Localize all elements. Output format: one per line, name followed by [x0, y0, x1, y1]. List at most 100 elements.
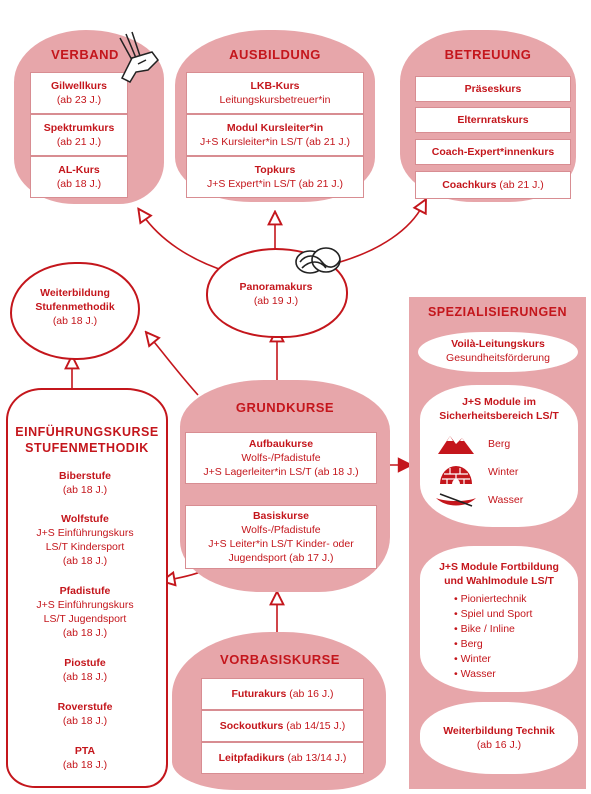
- item-text: Winter: [460, 653, 491, 665]
- canoe-icon: [436, 493, 476, 507]
- item-detail: (ab 18 J.): [62, 715, 108, 727]
- fortbildung-title2: und Wahlmodule LS/T: [444, 575, 554, 587]
- betreuung-card-praeses[interactable]: Präseskurs: [415, 76, 571, 102]
- einfuehrung-pfadi[interactable]: Pfadistufe J+S Einführungskurs LS/T Juge…: [10, 584, 160, 640]
- item-line: J+S Einführungskurs: [36, 599, 134, 611]
- wb-line1: Weiterbildung: [40, 287, 110, 299]
- ausbildung-card-lkb[interactable]: LKB-Kurs Leitungskursbetreuer*in: [186, 72, 364, 114]
- grundkurse-card-aufbau[interactable]: Aufbaukurse Wolfs-/Pfadistufe J+S Lagerl…: [185, 432, 377, 484]
- einfuehrungskurse-title: EINFÜHRUNGSKURSE STUFENMETHODIK: [6, 424, 168, 456]
- card-detail: (ab 14/15 J.): [286, 720, 346, 732]
- item-detail: (ab 18 J.): [62, 484, 108, 496]
- card-detail: (ab 13/14 J.): [287, 752, 347, 764]
- vorbasis-card-leitpfadi[interactable]: Leitpfadikurs (ab 13/14 J.): [201, 742, 364, 774]
- grundkurse-title: GRUNDKURSE: [235, 400, 335, 415]
- fortbildung-title1: J+S Module Fortbildung: [439, 561, 559, 573]
- technik-name: Weiterbildung Technik: [443, 725, 555, 737]
- weiterbildung-stufenmethodik-blob[interactable]: [10, 262, 140, 360]
- item-name: Roverstufe: [57, 701, 113, 713]
- verband-card-spektrum[interactable]: Spektrumkurs (ab 21 J.): [30, 114, 128, 156]
- vorbasiskurse-title: VORBASISKURSE: [220, 652, 340, 667]
- voila-name: Voilà-Leitungskurs: [451, 338, 545, 350]
- betreuung-card-coach[interactable]: Coachkurs (ab 21 J.): [415, 171, 571, 199]
- card-name: Leitpfadikurs: [218, 752, 285, 764]
- ausbildung-card-modul[interactable]: Modul Kursleiter*in J+S Kursleiter*in LS…: [186, 114, 364, 156]
- voila-label: Voilà-Leitungskurs Gesundheitsförderung: [418, 337, 578, 365]
- voila-blob[interactable]: [418, 332, 578, 372]
- item-name: Wolfstufe: [61, 513, 109, 525]
- einfuehrung-biber[interactable]: Biberstufe (ab 18 J.): [10, 469, 160, 497]
- sicherheit-title2: Sicherheitsbereich LS/T: [439, 410, 559, 422]
- arrow-panorama-to-verband: [142, 214, 229, 273]
- sicherheit-berg: Berg: [488, 438, 511, 450]
- card-detail: J+S Kursleiter*in LS/T (ab 21 J.): [199, 136, 351, 148]
- card-name: Modul Kursleiter*in: [226, 122, 324, 134]
- item-detail: (ab 18 J.): [62, 555, 108, 567]
- card-name: Sockoutkurs: [219, 720, 284, 732]
- knot-icon: [295, 247, 341, 274]
- card-name: Spektrumkurs: [43, 122, 115, 134]
- card-line: Wolfs-/Pfadistufe: [241, 524, 321, 536]
- card-detail: J+S Expert*in LS/T (ab 21 J.): [206, 178, 344, 190]
- card-name: Futurakurs: [231, 688, 287, 700]
- vorbasis-card-futura[interactable]: Futurakurs (ab 16 J.): [201, 678, 364, 710]
- fortbildung-title: J+S Module Fortbildung und Wahlmodule LS…: [420, 560, 578, 588]
- technik-label: Weiterbildung Technik (ab 16 J.): [420, 724, 578, 752]
- ausbildung-card-top[interactable]: Topkurs J+S Expert*in LS/T (ab 21 J.): [186, 156, 364, 198]
- card-name: Aufbaukurse: [248, 438, 314, 450]
- betreuung-card-elternrat[interactable]: Elternratskurs: [415, 107, 571, 133]
- vorbasis-card-sockout[interactable]: Sockoutkurs (ab 14/15 J.): [201, 710, 364, 742]
- item-line: J+S Einführungskurs: [36, 527, 134, 539]
- card-detail: (ab 18 J.): [56, 178, 102, 190]
- wb-line2: Stufenmethodik: [35, 301, 115, 313]
- sicherheit-title1: J+S Module im: [462, 396, 536, 408]
- card-detail: (ab 21 J.): [499, 179, 544, 191]
- igloo-icon: [440, 466, 472, 484]
- card-name: Gilwellkurs: [50, 80, 108, 92]
- item-name: Piostufe: [64, 657, 106, 669]
- betreuung-title: BETREUUNG: [444, 47, 532, 62]
- grundkurse-card-basis[interactable]: Basiskurse Wolfs-/Pfadistufe J+S Leiter*…: [185, 505, 377, 569]
- card-name: AL-Kurs: [58, 164, 100, 176]
- card-line: Jugendsport (ab 17 J.): [228, 552, 334, 564]
- einfuehrung-rover[interactable]: Roverstufe (ab 18 J.): [10, 700, 160, 728]
- betreuung-card-coach-expert[interactable]: Coach-Expert*innenkurs: [415, 139, 571, 165]
- fortbildung-blob[interactable]: [420, 546, 578, 692]
- card-detail: (ab 21 J.): [56, 136, 102, 148]
- card-detail: (ab 16 J.): [289, 688, 334, 700]
- einfuehrung-wolf[interactable]: Wolfstufe J+S Einführungskurs LS/T Kinde…: [10, 512, 160, 568]
- list-item: • Pioniertechnik: [454, 593, 527, 605]
- einfuehrung-pio[interactable]: Piostufe (ab 18 J.): [10, 656, 160, 684]
- ausbildung-title: AUSBILDUNG: [229, 47, 321, 62]
- card-name: Basiskurse: [252, 510, 310, 522]
- verband-card-al[interactable]: AL-Kurs (ab 18 J.): [30, 156, 128, 198]
- list-item: • Wasser: [454, 668, 496, 680]
- wb-detail: (ab 18 J.): [52, 315, 98, 327]
- card-line: J+S Leiter*in LS/T Kinder- oder: [208, 538, 354, 550]
- card-name: Topkurs: [254, 164, 296, 176]
- arrow-grundkurse-to-weiterbildung: [150, 337, 199, 396]
- card-name: Coachkurs: [442, 179, 497, 191]
- verband-card-gilwell[interactable]: Gilwellkurs (ab 23 J.): [30, 72, 128, 114]
- item-name: Pfadistufe: [59, 585, 111, 597]
- sicherheit-winter: Winter: [488, 466, 519, 478]
- technik-detail: (ab 16 J.): [476, 739, 522, 751]
- card-detail: (ab 23 J.): [56, 94, 102, 106]
- card-name: Elternratskurs: [457, 114, 529, 126]
- mountain-icon: [438, 436, 474, 454]
- einfuehrung-title1: EINFÜHRUNGSKURSE: [15, 425, 159, 439]
- card-name: Coach-Expert*innenkurs: [431, 146, 555, 158]
- technik-blob[interactable]: [420, 702, 578, 774]
- item-detail: (ab 18 J.): [62, 671, 108, 683]
- item-text: Bike / Inline: [460, 623, 515, 635]
- item-line: LS/T Jugendsport: [43, 613, 127, 625]
- list-item: • Spiel und Sport: [454, 608, 533, 620]
- weiterbildung-stufenmethodik-label: Weiterbildung Stufenmethodik (ab 18 J.): [14, 286, 136, 328]
- sicherheit-title: J+S Module im Sicherheitsbereich LS/T: [420, 395, 578, 423]
- woggle-knot-icon: [119, 31, 159, 83]
- card-line: Wolfs-/Pfadistufe: [241, 452, 321, 464]
- panorama-name: Panoramakurs: [239, 281, 313, 293]
- einfuehrung-pta[interactable]: PTA (ab 18 J.): [10, 744, 160, 772]
- item-line: LS/T Kindersport: [45, 541, 125, 553]
- list-item: • Bike / Inline: [454, 623, 515, 635]
